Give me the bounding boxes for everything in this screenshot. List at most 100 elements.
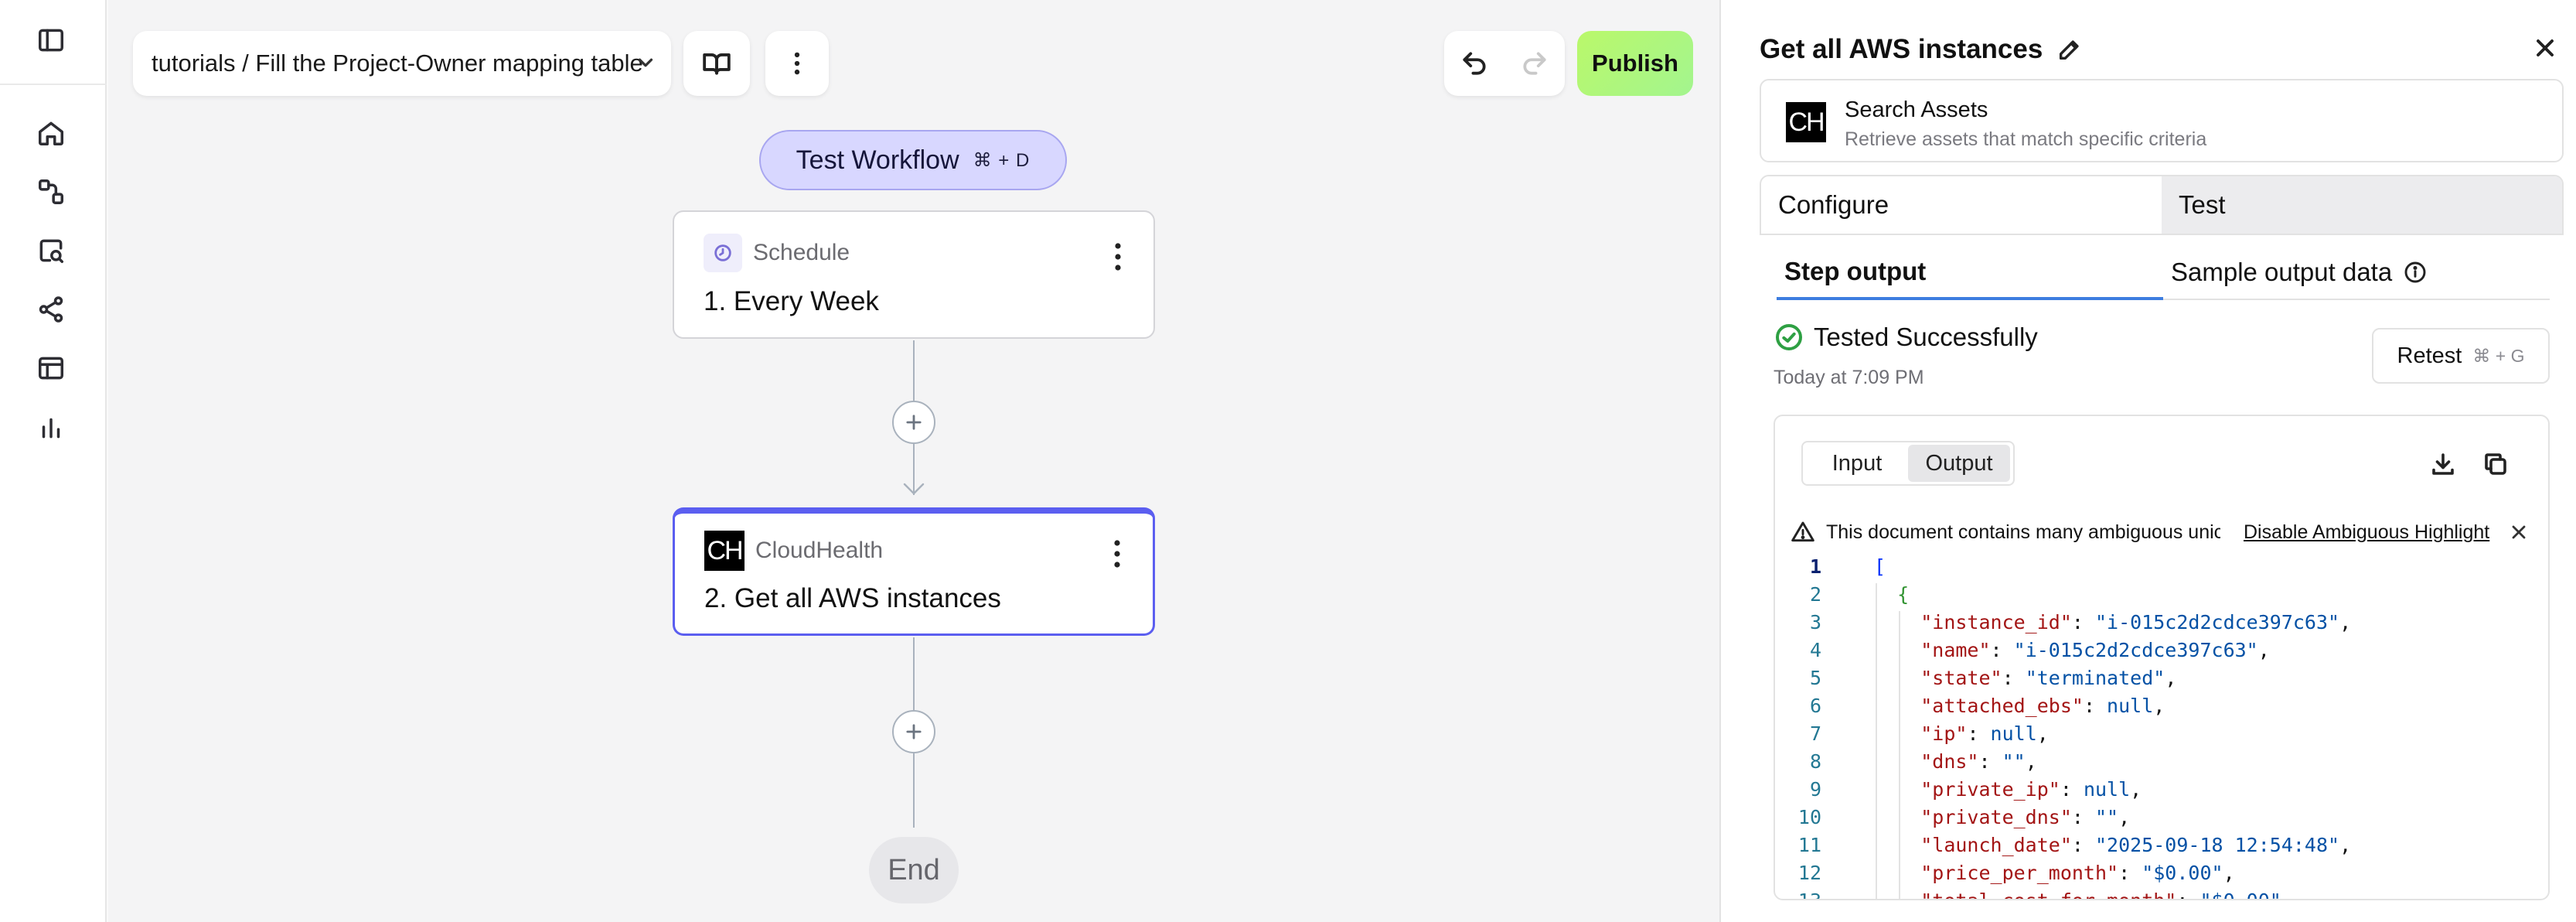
analytics-chart-icon[interactable]: [34, 410, 68, 444]
line-number: 1: [1809, 555, 1821, 578]
line-number: 13: [1775, 890, 1821, 899]
node-menu-icon[interactable]: [1110, 240, 1126, 274]
breadcrumb-text: tutorials / Fill the Project-Owner mappi…: [152, 50, 643, 77]
edit-pencil-icon[interactable]: [2056, 36, 2083, 63]
chevron-down-icon: [634, 51, 657, 74]
retest-shortcut: ⌘ + G: [2472, 345, 2525, 366]
arrow-down-icon: [901, 480, 926, 498]
code-line: "dns": "",: [1920, 750, 2037, 773]
copy-icon[interactable]: [2482, 450, 2510, 478]
toggle-sidebar-icon[interactable]: [34, 23, 68, 57]
publish-button[interactable]: Publish: [1577, 31, 1693, 96]
step-name: Get all AWS instances: [1760, 34, 2043, 64]
panel-tabs: Configure Test: [1760, 175, 2564, 235]
output-viewer: Input Output This document contains many…: [1774, 415, 2550, 900]
line-number: 3: [1809, 611, 1821, 633]
line-number: 9: [1809, 778, 1821, 801]
toggle-output[interactable]: Output: [1908, 445, 2010, 482]
flow-breadcrumb-dropdown[interactable]: tutorials / Fill the Project-Owner mappi…: [133, 31, 671, 96]
flow-canvas[interactable]: tutorials / Fill the Project-Owner mappi…: [108, 0, 1719, 922]
code-line: {: [1897, 583, 1910, 606]
book-open-icon: [702, 49, 731, 78]
test-workflow-label: Test Workflow: [796, 145, 959, 175]
plus-icon: [906, 724, 922, 739]
runs-search-icon[interactable]: [34, 234, 68, 268]
action-description: Retrieve assets that match specific crit…: [1845, 128, 2207, 150]
tab-label: Step output: [1784, 257, 1927, 285]
line-number: 2: [1809, 583, 1821, 606]
info-icon[interactable]: [2403, 260, 2428, 285]
close-icon[interactable]: [2531, 34, 2559, 62]
undo-icon[interactable]: [1460, 49, 1489, 78]
line-number: 8: [1809, 750, 1821, 773]
end-node: End: [869, 837, 959, 903]
undo-redo-group: [1444, 31, 1565, 96]
status-text: Tested Successfully: [1814, 323, 2038, 351]
toggle-input[interactable]: Input: [1831, 450, 1883, 476]
add-step-button[interactable]: [892, 401, 935, 444]
connector-line: [913, 753, 915, 828]
panel-title: Get all AWS instances: [1760, 34, 2083, 65]
flows-icon[interactable]: [34, 175, 68, 209]
indent-guide: [1899, 611, 1900, 899]
close-warning-icon[interactable]: [2508, 521, 2530, 543]
connector-line: [913, 637, 915, 712]
node-title: 2. Get all AWS instances: [704, 583, 1001, 613]
cloudhealth-logo: CH: [1786, 102, 1826, 142]
tab-test[interactable]: Test: [2162, 176, 2562, 234]
more-options-button[interactable]: [765, 31, 829, 96]
action-selector[interactable]: CH Search Assets Retrieve assets that ma…: [1760, 79, 2564, 162]
left-rail: [0, 0, 107, 922]
tab-label: Sample output data: [2171, 258, 2393, 286]
check-circle-icon: [1774, 322, 1804, 353]
plus-icon: [906, 415, 922, 430]
code-line: "ip": null,: [1920, 722, 2049, 745]
test-workflow-button[interactable]: Test Workflow ⌘ + D: [759, 130, 1067, 190]
status-timestamp: Today at 7:09 PM: [1774, 367, 1924, 388]
connector-line: [913, 444, 915, 495]
warning-triangle-icon: [1791, 520, 1815, 545]
tab-configure[interactable]: Configure: [1778, 190, 1889, 219]
node-app-name: Schedule: [753, 240, 850, 265]
node-app-name: CloudHealth: [755, 538, 884, 563]
clock-icon: [704, 234, 742, 272]
code-line: "instance_id": "i-015c2d2cdce397c63",: [1920, 611, 2352, 633]
code-line: "total_cost_for_month": "$0.00",: [1874, 890, 2293, 899]
line-number: 6: [1809, 695, 1821, 717]
connector-line: [913, 340, 915, 402]
json-code-editor[interactable]: 1[2 {3 "instance_id": "i-015c2d2cdce397c…: [1775, 552, 2548, 899]
indent-guide: [1876, 583, 1877, 899]
redo-icon[interactable]: [1520, 49, 1549, 78]
line-number: 5: [1809, 667, 1821, 689]
tables-icon[interactable]: [34, 351, 68, 385]
code-line: "price_per_month": "$0.00",: [1920, 862, 2235, 884]
line-number: 12: [1797, 862, 1821, 884]
line-number: 11: [1797, 834, 1821, 856]
warning-text: This document contains many ambiguous un…: [1826, 521, 2220, 543]
action-title: Search Assets: [1845, 97, 1988, 122]
output-subtabs: Step output Sample output data: [1777, 246, 2550, 300]
flow-node-schedule[interactable]: Schedule 1. Every Week: [673, 210, 1155, 339]
home-icon[interactable]: [34, 116, 68, 150]
code-line: "name": "i-015c2d2cdce397c63",: [1920, 639, 2270, 661]
rail-divider: [0, 84, 107, 85]
more-vertical-icon: [782, 49, 812, 78]
tab-sample-output-data[interactable]: Sample output data: [2163, 246, 2550, 299]
connections-share-icon[interactable]: [34, 292, 68, 326]
docs-book-button[interactable]: [683, 31, 750, 96]
code-line: "private_dns": "",: [1920, 806, 2131, 828]
download-icon[interactable]: [2429, 450, 2457, 478]
line-number: 7: [1809, 722, 1821, 745]
retest-label: Retest: [2397, 343, 2462, 368]
disable-ambiguous-highlight-link[interactable]: Disable Ambiguous Highlight: [2244, 521, 2490, 543]
add-step-button[interactable]: [892, 710, 935, 753]
flow-node-cloudhealth[interactable]: CH CloudHealth 2. Get all AWS instances: [673, 507, 1155, 636]
node-menu-icon[interactable]: [1109, 537, 1125, 571]
step-settings-panel: Get all AWS instances CH Search Assets R…: [1719, 0, 2576, 922]
ambiguous-unicode-warning: This document contains many ambiguous un…: [1775, 514, 2548, 551]
cloudhealth-logo: CH: [704, 531, 745, 571]
retest-button[interactable]: Retest ⌘ + G: [2372, 328, 2550, 384]
code-line: "private_ip": null,: [1920, 778, 2142, 801]
test-status: Tested Successfully: [1774, 322, 2038, 353]
tab-step-output[interactable]: Step output: [1777, 246, 2163, 300]
